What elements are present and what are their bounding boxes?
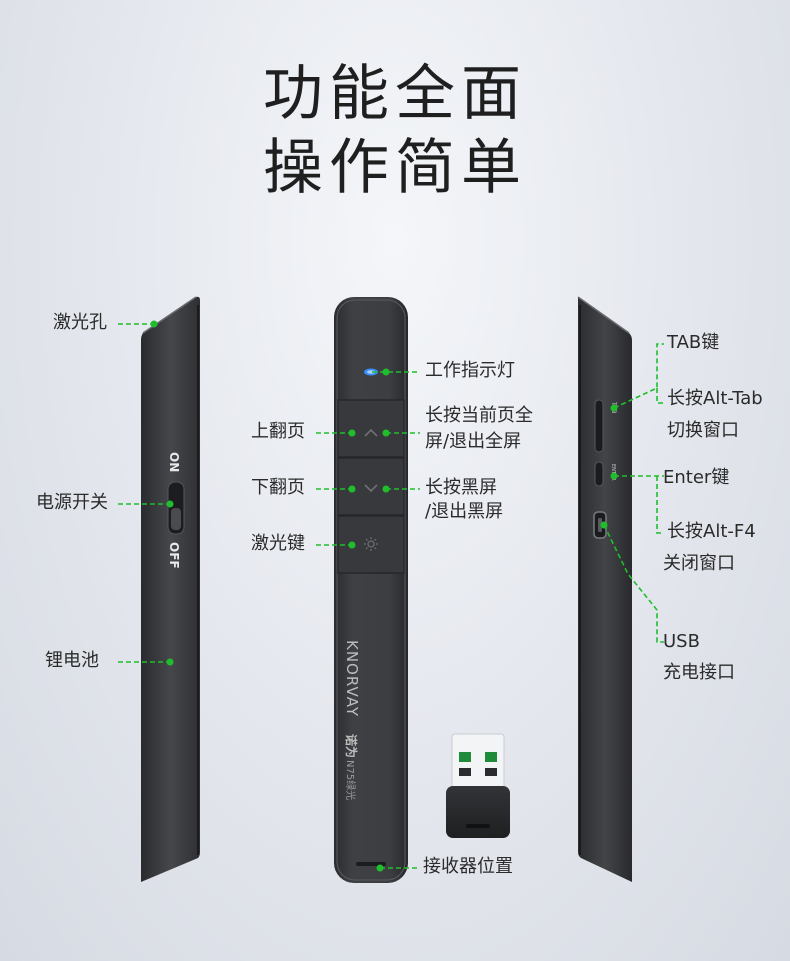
- label-lithium-battery: 锂电池: [45, 650, 99, 671]
- label-usb-line1: USB: [663, 631, 700, 652]
- label-blackscreen-line1: 长按黑屏: [425, 477, 497, 498]
- label-laser-hole: 激光孔: [53, 312, 107, 333]
- label-fullscreen-line2: 屏/退出全屏: [425, 431, 522, 452]
- laser-sun-icon: [364, 537, 378, 551]
- middle-device-front-view: [334, 297, 408, 883]
- side-enter-mark: ENTER: [610, 464, 616, 481]
- label-alt-f4-line1: 长按Alt-F4: [667, 521, 756, 542]
- label-alt-f4-line2: 关闭窗口: [663, 553, 735, 574]
- switch-off-text: OFF: [167, 542, 181, 569]
- model-text: N75绿光: [344, 760, 357, 800]
- headline-line1: 功能全面: [263, 59, 527, 129]
- label-blackscreen-line2: /退出黑屏: [425, 501, 504, 522]
- left-device-side-view: [141, 296, 200, 882]
- enter-side-button[interactable]: [594, 461, 604, 487]
- laser-button[interactable]: [337, 515, 405, 574]
- label-fullscreen-line1: 长按当前页全: [425, 405, 533, 426]
- headline-line2: 操作简单: [263, 133, 527, 203]
- chevron-down-icon: [364, 484, 378, 493]
- label-power-switch: 电源开关: [36, 492, 108, 513]
- brand-text: KNORVAY: [343, 640, 361, 717]
- label-usb-line2: 充电接口: [663, 662, 735, 683]
- label-alt-tab-line2: 切换窗口: [667, 420, 739, 441]
- callout-lines: [118, 323, 664, 869]
- callout-dots: [150, 320, 618, 872]
- label-laser-key: 激光键: [251, 533, 305, 554]
- label-page-down: 下翻页: [251, 477, 305, 498]
- page-up-button[interactable]: [337, 399, 405, 458]
- label-page-up: 上翻页: [251, 421, 305, 442]
- tab-side-button[interactable]: [594, 399, 604, 453]
- usb-receiver-dongle: [446, 733, 510, 838]
- label-indicator-light: 工作指示灯: [425, 360, 515, 381]
- switch-on-text: ON: [167, 452, 181, 472]
- label-tab-key: TAB键: [667, 332, 720, 353]
- chevron-up-icon: [364, 428, 378, 437]
- label-alt-tab-line1: 长按Alt-Tab: [667, 388, 763, 409]
- right-device-side-view: [577, 296, 632, 882]
- brand-cn-text: 诺为: [344, 734, 359, 758]
- label-enter-key: Enter键: [663, 467, 730, 488]
- page-down-button[interactable]: [337, 457, 405, 516]
- label-receiver-position: 接收器位置: [423, 856, 513, 877]
